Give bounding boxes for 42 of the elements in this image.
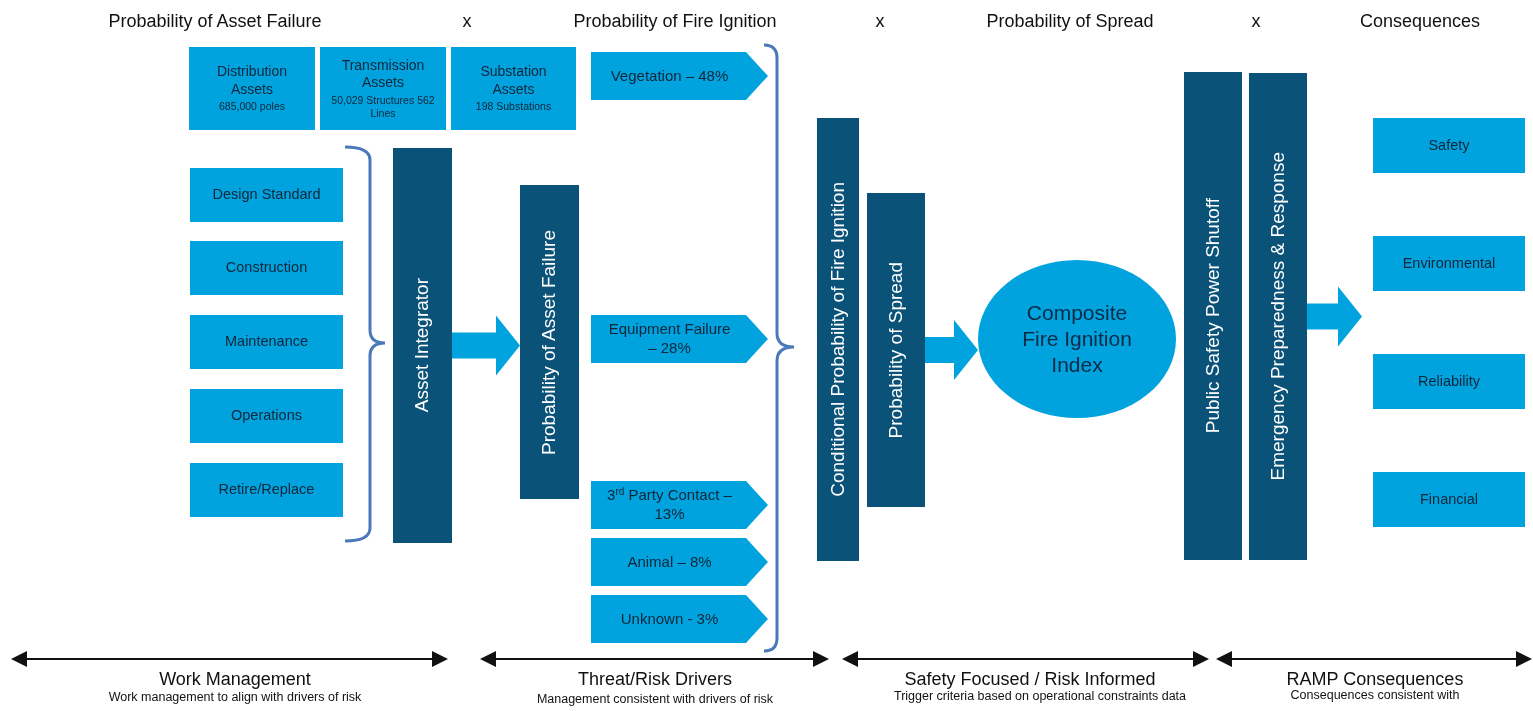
category-box: Operations <box>190 389 343 443</box>
column-heading: Probability of Asset Failure <box>107 10 323 33</box>
asset-box: Substation Assets 198 Substations <box>451 47 576 130</box>
column-heading: Probability of Fire Ignition <box>572 10 778 33</box>
phase-description: Trigger criteria based on operational constraints data <box>892 689 1188 705</box>
category-box: Financial <box>1373 472 1525 527</box>
phase-description: Work management to align with drivers of risk <box>107 689 363 706</box>
category-box: Reliability <box>1373 354 1525 409</box>
phase-description: Consequences consistent with <box>1289 688 1460 704</box>
block-arrow <box>1307 286 1362 347</box>
chevron-box: Equipment Failure – 28% <box>591 315 768 363</box>
category-box: Design Standard <box>190 168 343 222</box>
chevron-box: Vegetation – 48% <box>591 52 768 100</box>
phase-description: Management consistent with drivers of risk <box>535 691 775 708</box>
category-box: Construction <box>190 241 343 295</box>
phase-title: Work Management <box>158 668 312 691</box>
column-heading: Probability of Spread <box>985 10 1155 33</box>
column-heading: x <box>1250 10 1262 33</box>
category-box: Environmental <box>1373 236 1525 291</box>
block-arrow <box>925 320 978 380</box>
category-box: Safety <box>1373 118 1525 173</box>
phase-title: Threat/Risk Drivers <box>577 668 733 691</box>
vertical-bar: Probability of Asset Failure <box>520 185 579 499</box>
vertical-bar: Probability of Spread <box>867 193 925 507</box>
column-heading: Consequences <box>1358 10 1482 33</box>
vertical-bar: Asset Integrator <box>393 148 452 543</box>
vertical-bar: Public Safety Power Shutoff <box>1184 72 1242 560</box>
column-heading: x <box>874 10 886 33</box>
asset-box: Transmission Assets 50,029 Structures 562 Lines <box>320 47 446 130</box>
chevron-box: Animal – 8% <box>591 538 768 586</box>
phase-title: RAMP Consequences <box>1285 668 1465 689</box>
vertical-bar: Emergency Preparedness & Response <box>1249 73 1307 560</box>
category-box: Retire/Replace <box>190 463 343 517</box>
index-ellipse: Composite Fire Ignition Index <box>978 260 1176 418</box>
asset-box: Distribution Assets 685,000 poles <box>189 47 315 130</box>
column-heading: x <box>461 10 473 33</box>
block-arrow <box>452 315 520 376</box>
category-box: Maintenance <box>190 315 343 369</box>
chevron-box: 3$^{rd}$ Party Contact – 13% <box>591 481 768 529</box>
phase-title: Safety Focused / Risk Informed <box>903 668 1157 691</box>
chevron-box: Unknown - 3% <box>591 595 768 643</box>
vertical-bar: Conditional Probability of Fire Ignition <box>817 118 859 561</box>
